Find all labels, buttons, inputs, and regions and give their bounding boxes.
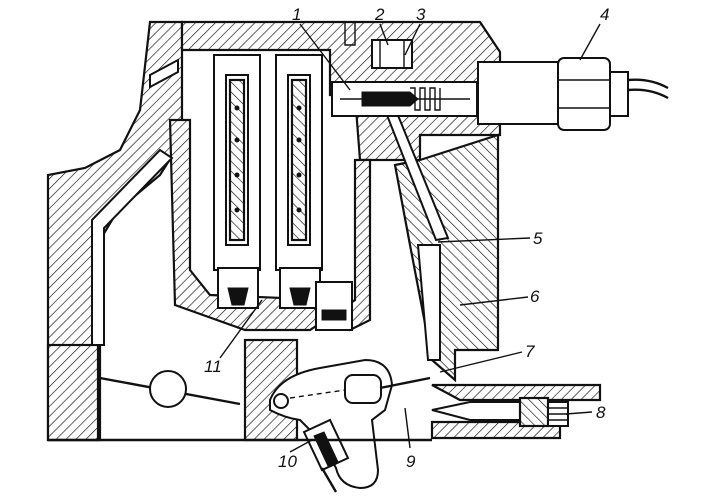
callout-labels: 1 2 3 4 5 6 7 8 9 10 11: [204, 5, 609, 471]
emulsion-tube-left: [213, 54, 261, 309]
callout-2: 2: [374, 5, 385, 24]
callout-10: 10: [278, 452, 297, 471]
callout-9: 9: [406, 452, 416, 471]
idle-screw: [431, 396, 569, 428]
emulsion-tube-right: [275, 54, 323, 309]
callout-3: 3: [416, 5, 426, 24]
fuel-channels: [91, 58, 450, 361]
callout-7: 7: [525, 342, 535, 361]
callout-11: 11: [204, 357, 222, 376]
main-jet: [315, 281, 353, 331]
callout-8: 8: [596, 403, 606, 422]
leader-lines: [219, 23, 601, 453]
float-assembly: [99, 358, 431, 493]
solenoid-valve: [331, 57, 669, 131]
callout-6: 6: [530, 287, 540, 306]
callout-5: 5: [533, 229, 543, 248]
callout-4: 4: [600, 5, 609, 24]
callout-1: 1: [292, 5, 301, 24]
